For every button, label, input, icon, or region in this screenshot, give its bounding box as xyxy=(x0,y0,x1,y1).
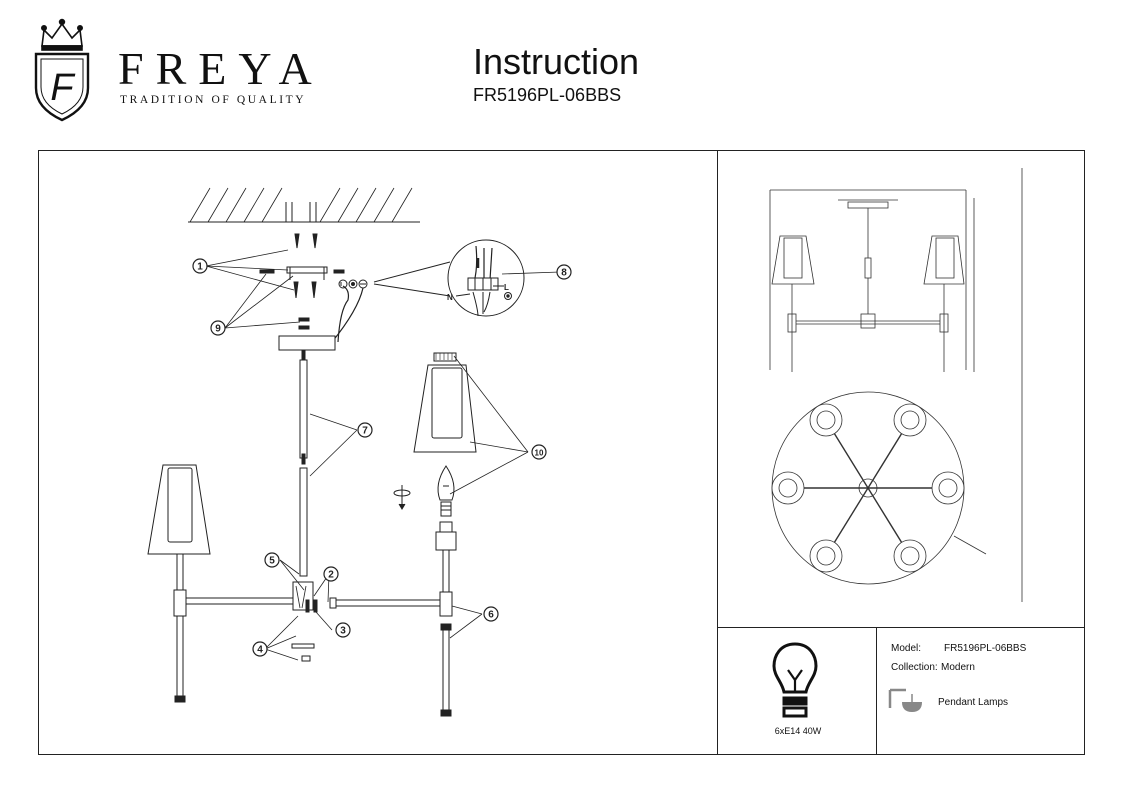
collection-label: Collection: xyxy=(891,662,938,673)
svg-text:2: 2 xyxy=(328,570,334,581)
central-rod xyxy=(299,349,308,577)
pendant-lamp-icon xyxy=(888,688,922,712)
technical-drawings xyxy=(769,168,1023,602)
part-4a xyxy=(291,643,315,649)
brand-name: FREYA xyxy=(118,43,324,94)
ground-symbol-icon xyxy=(504,292,512,300)
document-title: Instruction xyxy=(473,41,640,82)
document-model-code: FR5196PL-06BBS xyxy=(473,85,622,105)
frame-divider-vertical xyxy=(717,150,718,755)
svg-text:3: 3 xyxy=(340,626,346,637)
logo-crest: F xyxy=(34,18,90,122)
svg-text:6: 6 xyxy=(488,610,494,621)
callout-2: 2 xyxy=(323,566,339,582)
top-plan xyxy=(771,391,987,585)
svg-text:7: 7 xyxy=(362,426,368,437)
ceiling xyxy=(188,187,420,223)
right-arm xyxy=(329,352,477,717)
part-4b xyxy=(301,655,311,662)
side-elevation xyxy=(769,168,1023,602)
lamp-spec: 6xE14 40W xyxy=(774,726,822,736)
svg-text:8: 8 xyxy=(561,268,567,279)
svg-text:10: 10 xyxy=(535,449,544,458)
brand-tagline: TRADITION OF QUALITY xyxy=(120,94,307,106)
crown-icon xyxy=(41,18,83,51)
svg-text:9: 9 xyxy=(215,324,221,335)
assembly-diagram: L N xyxy=(147,187,572,717)
crest-shield-icon: F xyxy=(34,52,90,122)
left-arm xyxy=(147,464,294,703)
rotate-arrow-icon xyxy=(393,485,411,510)
svg-text:1: 1 xyxy=(197,262,203,273)
svg-text:4: 4 xyxy=(257,645,263,656)
model-value: FR5196PL-06BBS xyxy=(944,643,1027,654)
canopy xyxy=(278,335,336,351)
callout-7: 7 xyxy=(357,422,373,438)
wiring xyxy=(331,279,368,343)
callout-8: 8 xyxy=(556,264,572,280)
collection-value: Modern xyxy=(941,662,975,673)
model-label: Model: xyxy=(891,643,922,654)
neutral-label: N xyxy=(447,293,453,302)
callout-9: 9 xyxy=(210,320,226,336)
svg-text:5: 5 xyxy=(269,556,275,567)
callout-3: 3 xyxy=(335,622,351,638)
instruction-frame xyxy=(38,150,1085,755)
callout-10: 10 xyxy=(531,444,547,460)
callout-5: 5 xyxy=(264,552,280,568)
live-label: L xyxy=(504,283,509,292)
mounting-kit xyxy=(259,233,345,330)
crest-letter: F xyxy=(50,67,75,109)
category-label: Pendant Lamps xyxy=(938,697,1009,708)
frame-divider-horizontal xyxy=(717,627,1085,628)
callouts: 1 2 3 4 5 6 7 8 9 10 xyxy=(192,258,572,657)
bulb-icon xyxy=(772,642,818,718)
callout-6: 6 xyxy=(483,606,499,622)
callout-4: 4 xyxy=(252,641,268,657)
callout-1: 1 xyxy=(192,258,208,274)
spec-divider xyxy=(876,627,877,755)
wiring-inset: L N xyxy=(373,239,525,317)
leader-lines xyxy=(205,249,561,661)
